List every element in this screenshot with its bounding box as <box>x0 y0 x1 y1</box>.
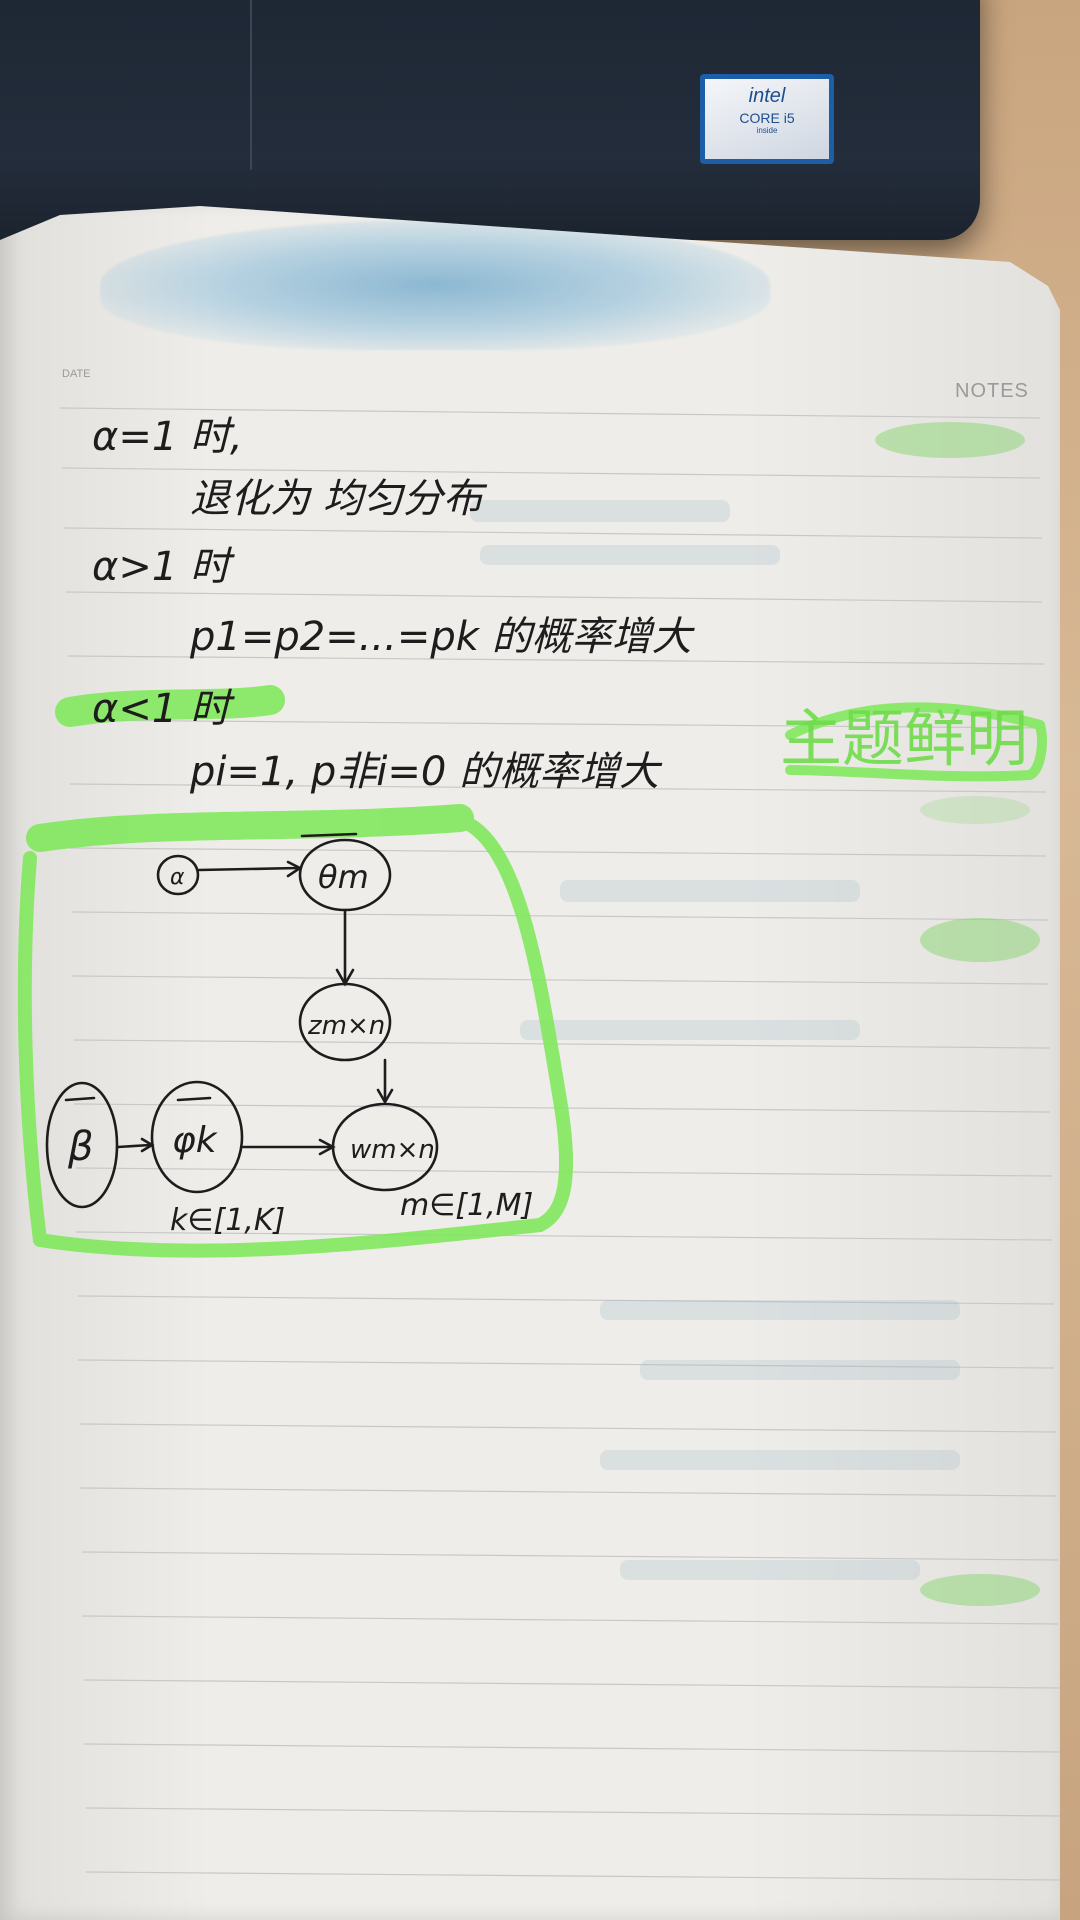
arrowhead-phi-w <box>318 1138 336 1156</box>
notebook-page: DATE NOTES <box>0 206 1060 1920</box>
diagram-labels: α θm zm×n β φk wm×n k∈[1,K] m∈[1,M] <box>67 858 533 1238</box>
beta-label: β <box>67 1124 94 1170</box>
sticker-sub: inside <box>756 126 778 135</box>
green-bleed-marks <box>875 422 1040 1606</box>
bleed-through <box>470 500 960 1580</box>
note-line-5: α<1 时 <box>92 686 235 732</box>
phi-vector-bar <box>176 1096 212 1102</box>
m-range-label: m∈[1,M] <box>400 1188 533 1223</box>
note-line-2: 退化为 均匀分布 <box>190 476 488 522</box>
note-line-1: α=1 时, <box>92 414 243 460</box>
highlighter-marks <box>17 685 1047 1258</box>
intel-sticker: intel CORE i5 inside <box>700 74 834 164</box>
w-label: wm×n <box>350 1135 435 1165</box>
k-range-label: k∈[1,K] <box>170 1203 285 1238</box>
ruled-lines <box>59 407 1061 1881</box>
theta-vector-bar <box>300 832 358 838</box>
date-label: DATE <box>62 368 91 380</box>
sticker-brand: intel <box>748 85 786 107</box>
laptop-seam <box>250 0 252 170</box>
notes-label: NOTES <box>955 380 1029 402</box>
side-note: 主题鲜明 <box>780 702 1028 775</box>
arrowhead-theta-z <box>335 968 355 987</box>
sticker-model: CORE i5 <box>739 110 795 126</box>
laptop: intel CORE i5 inside <box>0 0 980 240</box>
arrowhead-beta-phi <box>140 1137 155 1153</box>
arrowhead-alpha-theta <box>286 860 303 878</box>
arrowhead-z-w <box>376 1088 394 1105</box>
phi-label: φk <box>172 1120 219 1161</box>
arrow-alpha-theta <box>197 866 300 872</box>
theta-label: θm <box>318 858 369 896</box>
note-line-6: pi=1, p非i=0 的概率增大 <box>189 749 663 795</box>
alpha-node <box>156 854 200 896</box>
ink-stain <box>100 220 770 350</box>
z-label: zm×n <box>307 1011 385 1041</box>
phi-node <box>150 1080 244 1194</box>
alpha-label: α <box>170 865 185 890</box>
page-shading <box>0 206 1060 1920</box>
lda-diagram <box>45 832 439 1209</box>
beta-node <box>45 1081 119 1209</box>
beta-vector-bar <box>64 1096 96 1102</box>
note-line-4: p1=p2=...=pk 的概率增大 <box>189 614 696 660</box>
arrow-beta-phi <box>116 1143 152 1149</box>
note-line-3: α>1 时 <box>92 544 235 590</box>
